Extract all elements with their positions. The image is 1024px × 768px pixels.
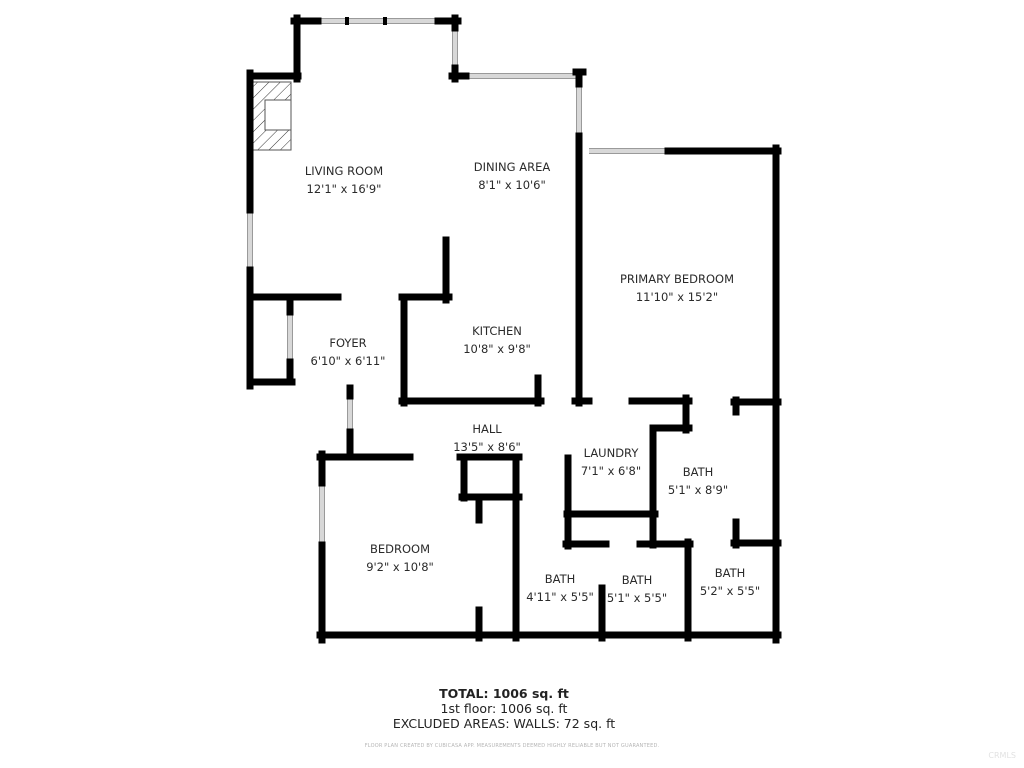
window-mullion	[383, 17, 387, 25]
floor-area: 1st floor: 1006 sq. ft	[440, 701, 568, 716]
fireplace	[252, 81, 292, 151]
area-totals: TOTAL: 1006 sq. ft 1st floor: 1006 sq. f…	[393, 686, 615, 731]
walls	[246, 14, 782, 644]
disclaimer: FLOOR PLAN CREATED BY CUBICASA APP. MEAS…	[364, 743, 660, 749]
total-area: TOTAL: 1006 sq. ft	[439, 686, 569, 701]
watermark: CRMLS	[988, 751, 1016, 760]
window-mullion	[345, 17, 349, 25]
excluded-area: EXCLUDED AREAS: WALLS: 72 sq. ft	[392, 716, 616, 731]
windows	[247, 17, 668, 545]
